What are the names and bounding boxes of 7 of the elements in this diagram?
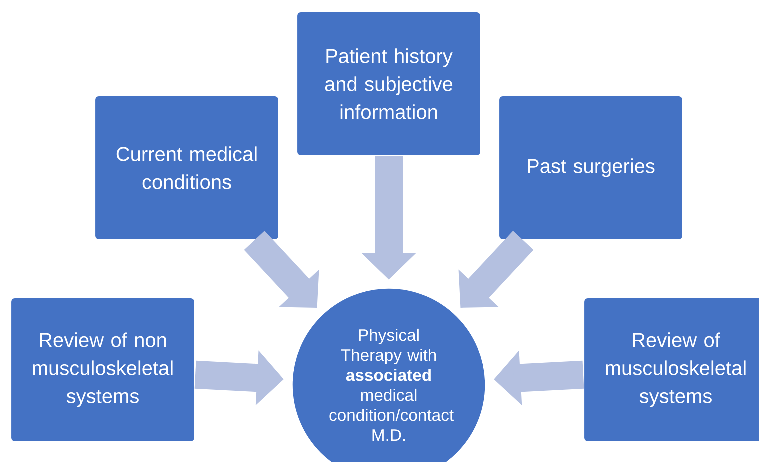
process-box: Patient history and subjective information (296, 11, 482, 157)
block-arrow (244, 231, 320, 308)
process-box: Past surgeries (498, 95, 684, 241)
process-box: Review of non musculoskeletal systems (10, 297, 196, 443)
process-box: Review of musculoskeletal systems (583, 297, 759, 443)
circle-node: Physical Therapy with associated medical condition/contact M.D. (292, 288, 486, 462)
process-box: Current medical conditions (94, 95, 280, 241)
